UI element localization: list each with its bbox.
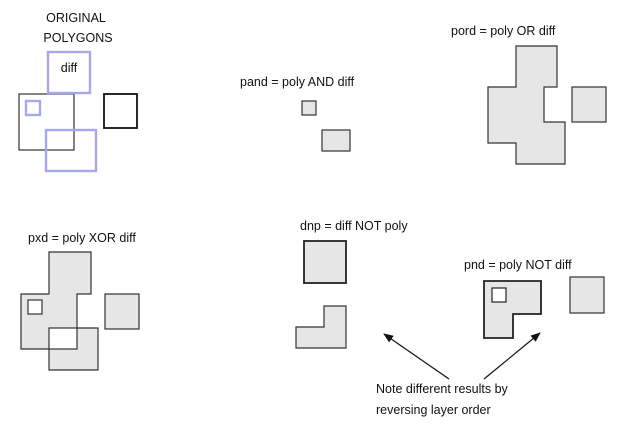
dnp-square xyxy=(303,240,347,284)
diff-label: diff xyxy=(60,61,78,75)
dnp-result xyxy=(295,240,347,349)
pxd-inner-hole xyxy=(48,327,78,350)
pxd-xor-shape xyxy=(20,251,99,371)
pxd-result xyxy=(20,251,140,371)
pand-rect xyxy=(321,129,351,152)
pnd-result xyxy=(483,276,605,339)
original-title-line2: POLYGONS xyxy=(43,31,113,45)
pord-result xyxy=(487,45,607,165)
pnd-label: pnd = poly NOT diff xyxy=(464,258,572,272)
diff-small-square xyxy=(24,99,42,117)
pand-result xyxy=(301,100,351,152)
pand-label: pand = poly AND diff xyxy=(240,75,355,89)
arrow-to-dnp xyxy=(383,333,450,380)
poly-right-square xyxy=(103,93,138,129)
pand-small-square xyxy=(301,100,317,116)
dnp-l-shape xyxy=(295,305,347,349)
note-line2: reversing layer order xyxy=(376,403,491,417)
pxd-small-hole xyxy=(27,299,43,315)
original-polygons xyxy=(18,50,138,173)
pxd-label: pxd = poly XOR diff xyxy=(28,231,136,245)
diff-bottom-square xyxy=(44,128,98,173)
pxd-right-square xyxy=(104,293,140,330)
arrow-to-pnd xyxy=(483,332,541,380)
pnd-right-square xyxy=(569,276,605,314)
pord-right-square xyxy=(571,86,607,123)
original-title-line1: ORIGINAL xyxy=(46,11,106,25)
pord-union-shape xyxy=(487,45,566,165)
diff-top-square xyxy=(46,50,92,95)
note-line1: Note different results by xyxy=(376,382,508,396)
pnd-small-hole xyxy=(491,287,507,303)
pord-label: pord = poly OR diff xyxy=(451,24,556,38)
dnp-label: dnp = diff NOT poly xyxy=(300,219,408,233)
